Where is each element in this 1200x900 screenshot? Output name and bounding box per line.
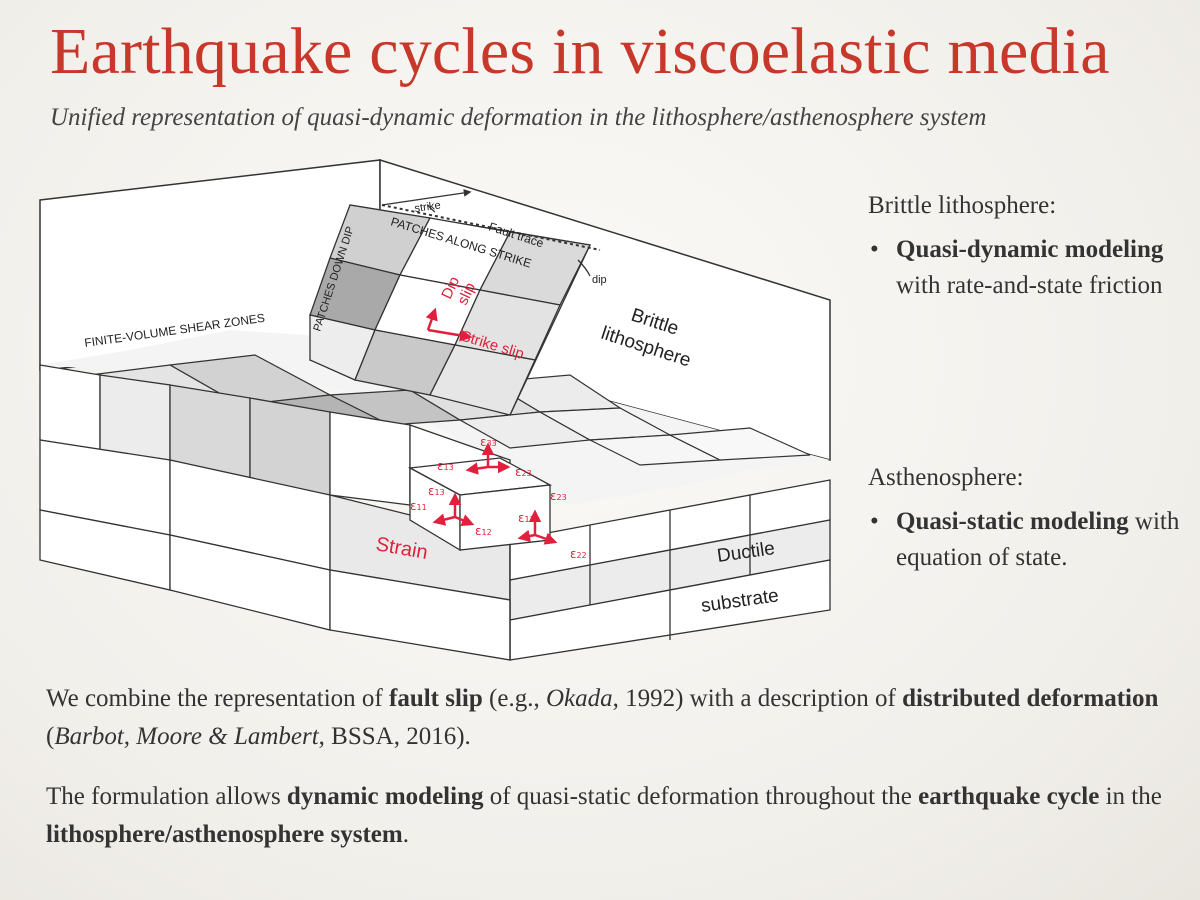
svg-text:ε12: ε12 <box>518 511 535 525</box>
brittle-heading: Brittle lithosphere: <box>868 192 1057 219</box>
fault-plane <box>309 189 601 416</box>
svg-text:ε33: ε33 <box>480 435 497 449</box>
brittle-bullet: Quasi-dynamic modeling with rate-and-sta… <box>870 232 1188 304</box>
svg-text:ε12: ε12 <box>475 524 492 538</box>
svg-text:ε11: ε11 <box>410 499 427 513</box>
svg-text:ε13: ε13 <box>428 484 445 498</box>
brittle-section: Brittle lithosphere: Quasi-dynamic model… <box>868 188 1188 304</box>
svg-text:ε13: ε13 <box>437 459 454 473</box>
strike-label: strike <box>414 199 442 215</box>
paragraph-combine: We combine the representation of fault s… <box>46 685 1159 750</box>
svg-text:ε22: ε22 <box>570 547 587 561</box>
astheno-bullet: Quasi-static modeling with equation of s… <box>870 504 1188 576</box>
slip-arrows <box>425 307 558 545</box>
slide-title: Earthquake cycles in viscoelastic media <box>50 15 1110 88</box>
fault-shear-zone-diagram: strike Fault trace PATCHES ALONG STRIKE … <box>39 158 831 661</box>
paragraph-formulation: The formulation allows dynamic modeling … <box>46 783 1162 848</box>
astheno-section: Asthenosphere: Quasi-static modeling wit… <box>868 460 1188 576</box>
svg-text:ε23: ε23 <box>515 465 532 479</box>
svg-text:ε23: ε23 <box>550 489 567 503</box>
dip-label: dip <box>592 274 607 286</box>
strain-cube <box>407 457 553 552</box>
astheno-heading: Asthenosphere: <box>868 464 1024 491</box>
slide-subtitle: Unified representation of quasi-dynamic … <box>50 104 987 131</box>
